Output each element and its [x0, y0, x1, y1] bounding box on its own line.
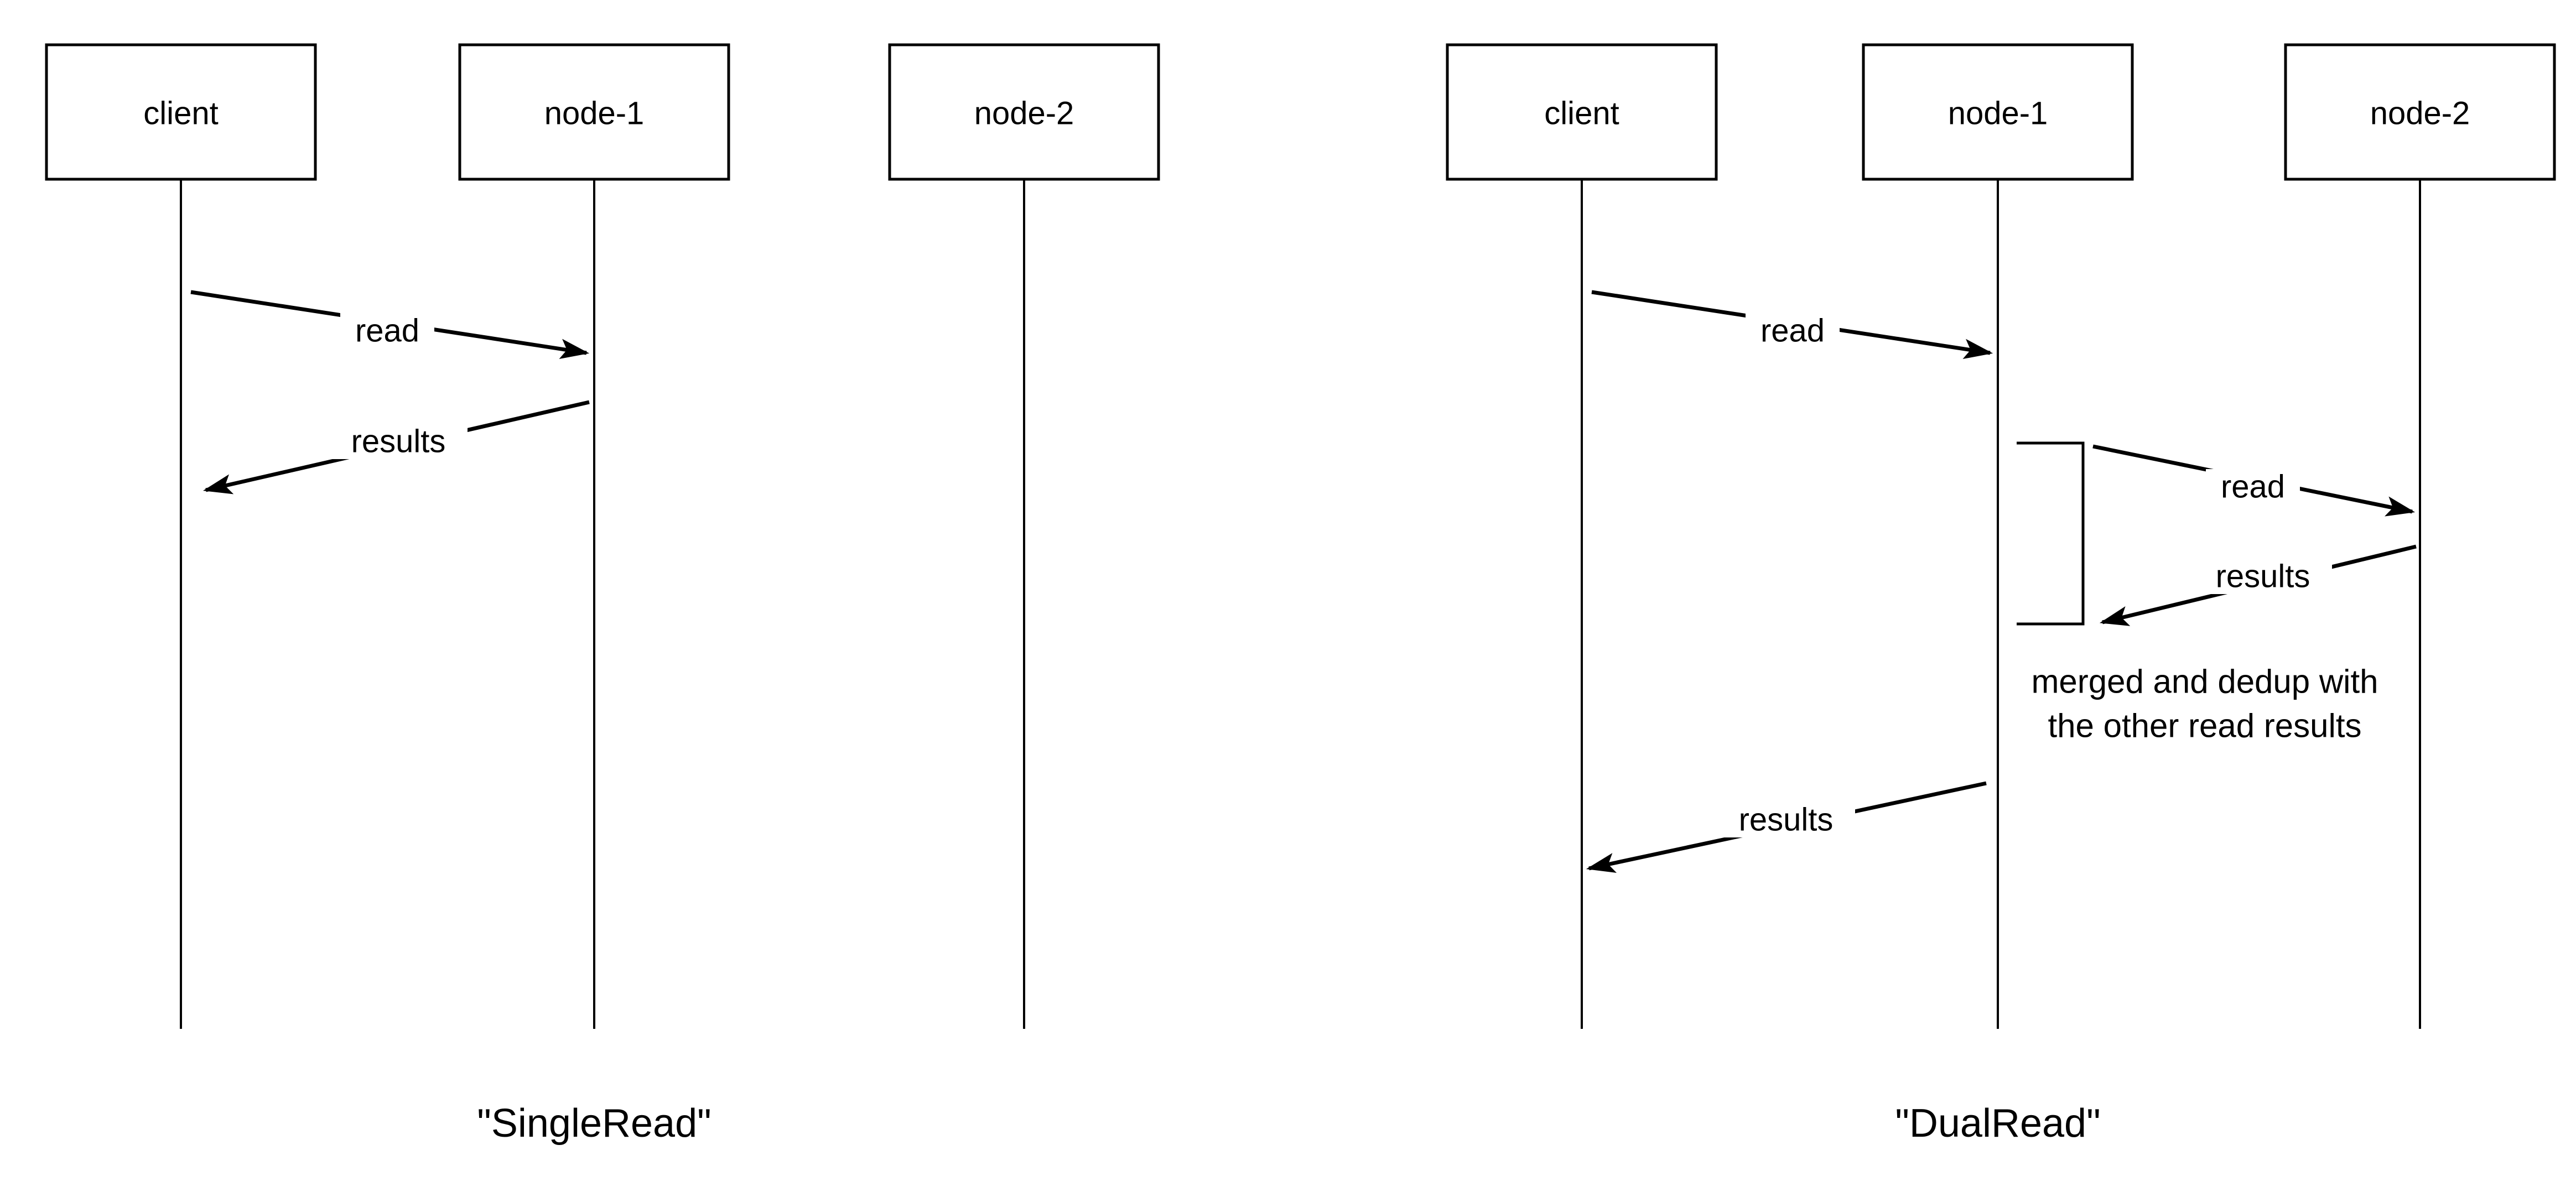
message-label-bg	[1746, 313, 1840, 348]
actor-box-node-1	[458, 43, 730, 181]
diagram-title-dual-read: "DualRead"	[1895, 1101, 2100, 1146]
actor-label-client: client	[1544, 96, 1619, 132]
actor-box-node-2	[2284, 43, 2556, 181]
diagram-single-read: client node-1 node-2 read results "Singl…	[45, 43, 1160, 1146]
actor-box-node-2	[888, 43, 1160, 181]
message-label-read: read	[1760, 313, 1825, 349]
actor-box-client	[1446, 43, 1718, 181]
activation-bracket	[2017, 441, 2085, 626]
diagram-dual-read: client node-1 node-2 read read results m…	[1446, 43, 2556, 1146]
message-label-bg	[2206, 469, 2300, 504]
message-label-results: results	[2216, 559, 2310, 595]
message-label-bg	[329, 424, 468, 459]
message-label-read: read	[355, 313, 419, 349]
message-label-results: results	[351, 424, 446, 460]
message-label-bg	[2194, 559, 2332, 594]
message-label-results: results	[1739, 802, 1834, 838]
message-label-bg	[1717, 802, 1855, 837]
actor-label-node-1: node-1	[544, 96, 645, 132]
actor-label-node-2: node-2	[2370, 96, 2470, 132]
actor-label-node-2: node-2	[974, 96, 1074, 132]
actor-label-client: client	[143, 96, 218, 132]
note-line-1: merged and dedup with	[2031, 663, 2378, 700]
actor-label-node-1: node-1	[1948, 96, 2048, 132]
message-label-bg	[340, 313, 434, 348]
actor-box-client	[45, 43, 317, 181]
message-label-read: read	[2221, 469, 2285, 505]
diagram-title-single-read: "SingleRead"	[477, 1101, 711, 1146]
actor-box-node-1	[1862, 43, 2134, 181]
note-line-2: the other read results	[2048, 707, 2362, 745]
